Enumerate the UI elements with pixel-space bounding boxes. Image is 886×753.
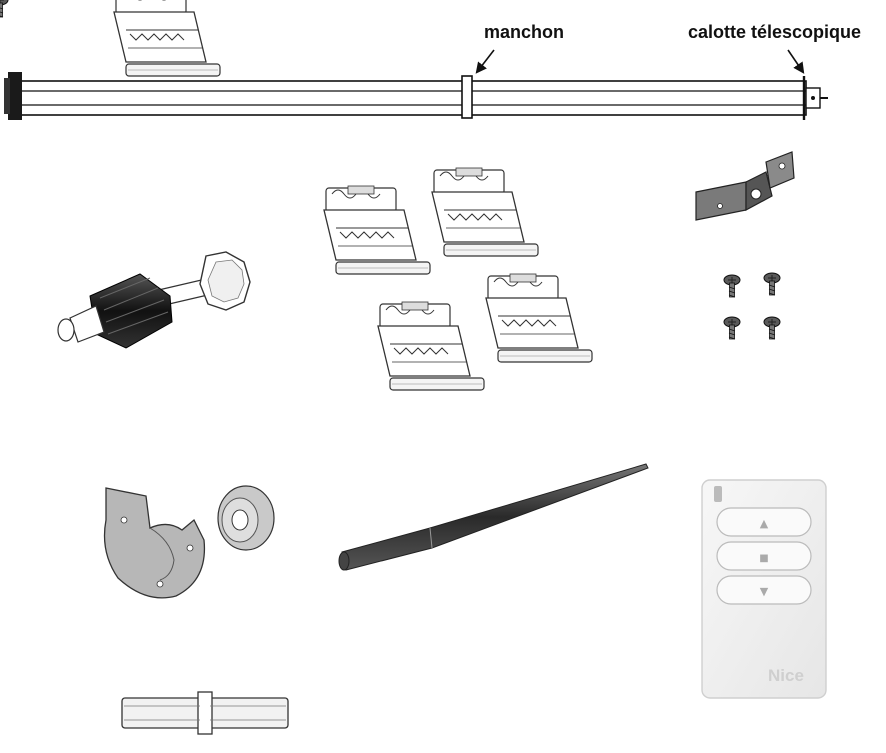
tube-clips: [113, 0, 593, 391]
sleeve-callout-arrow: [475, 49, 495, 74]
remote-up-button: [716, 507, 812, 537]
telescopic-cap-label: calotte télescopique: [688, 22, 862, 42]
remote-control: ▲ ■ ▼: [701, 479, 827, 699]
screws: [0, 0, 781, 340]
remote-stop-symbol: ■: [759, 553, 768, 564]
remote-up-symbol: ▲: [760, 517, 769, 530]
antenna-rod: [338, 463, 649, 571]
wall-plate: [103, 487, 206, 599]
remote-brand-logo: Nice: [768, 666, 804, 685]
remote-stop-button: [716, 541, 812, 571]
tube-end-cap-left: [8, 72, 22, 120]
mounting-bracket: [695, 151, 795, 221]
sleeve-label: manchon: [484, 22, 565, 42]
washer: [217, 485, 275, 551]
sleeve: [461, 75, 473, 119]
cap-callout-arrow: [787, 49, 805, 74]
drive-adapter: [57, 251, 251, 349]
tube-coupler: [121, 691, 289, 735]
remote-down-symbol: ▼: [760, 585, 769, 598]
winding-tube: [4, 49, 828, 120]
remote-down-button: [716, 575, 812, 605]
